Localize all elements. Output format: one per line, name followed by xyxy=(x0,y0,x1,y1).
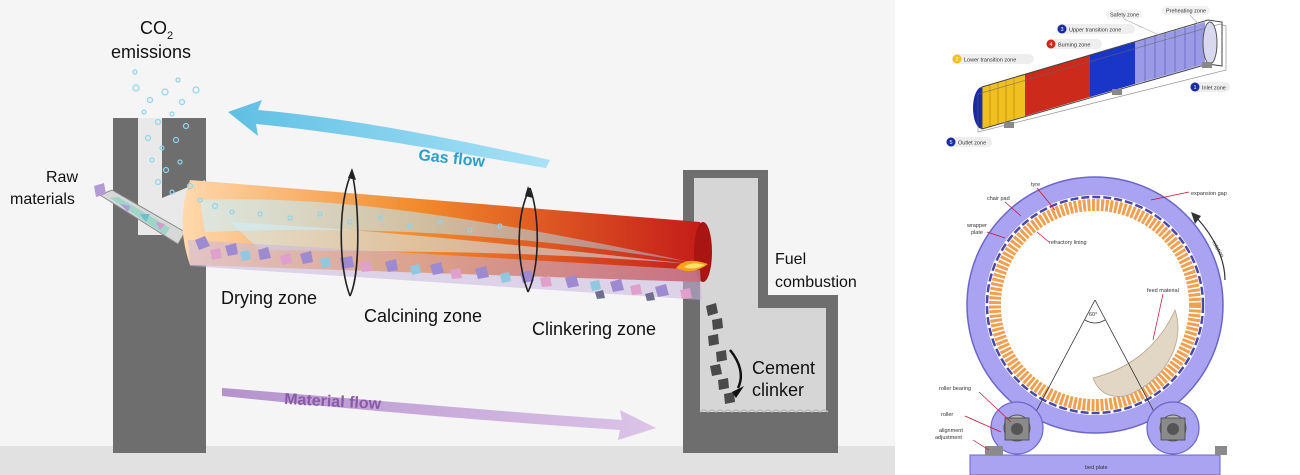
zone-4-label: Burning zone xyxy=(1058,43,1090,49)
wrapper-plate-label-line1: wrapper xyxy=(966,223,987,229)
co2-label: CO2 xyxy=(140,18,173,42)
calcining-zone-label: Calcining zone xyxy=(364,306,482,326)
right-roller xyxy=(1147,402,1199,454)
zone-2-tag: 2 Lower transition zone xyxy=(952,54,1034,64)
clinkering-zone-label: Clinkering zone xyxy=(532,319,656,339)
kiln-cylinder xyxy=(973,20,1226,132)
zone-3-number: 3 xyxy=(1061,27,1064,33)
feed-material-label: feed material xyxy=(1147,288,1179,294)
safety-zone-label: Safety zone xyxy=(1110,13,1139,19)
zone-5-label: Outlet zone xyxy=(958,141,986,147)
wrapper-plate-label-line2: plate xyxy=(971,230,983,236)
refractory-lining-label: refractory lining xyxy=(1049,240,1087,246)
drying-zone-label: Drying zone xyxy=(221,288,317,308)
emissions-label: emissions xyxy=(111,42,191,62)
chair-pad-label: chair pad xyxy=(987,196,1010,202)
firing-hood xyxy=(683,170,838,453)
material-flow-label: Material flow xyxy=(284,391,382,413)
preheating-zone-label: Preheating zone xyxy=(1166,9,1206,15)
cement-clinker-label-line2: clinker xyxy=(752,380,804,400)
fuel-combustion-label-line2: combustion xyxy=(775,274,857,291)
co2-subscript: 2 xyxy=(167,30,173,42)
raw-materials-label-line2: materials xyxy=(10,191,75,208)
gas-flow-arrow xyxy=(228,100,550,168)
zone-1-number: 1 xyxy=(1194,85,1197,91)
zone-5-tag: 5 Outlet zone xyxy=(946,137,992,147)
zone-4-tag: 4 Burning zone xyxy=(1046,39,1102,49)
zone-2-label: Lower transition zone xyxy=(964,58,1016,64)
expansion-gap-label: expansion gap xyxy=(1191,191,1227,197)
angle-label: 60° xyxy=(1089,312,1097,318)
tyre-label: tyre xyxy=(1031,182,1040,188)
alignment-label-line1: alignment xyxy=(939,428,963,434)
zone-3-label: Upper transition zone xyxy=(1069,28,1121,34)
roller-label: roller xyxy=(941,412,953,418)
zone-1-label: Inlet zone xyxy=(1202,86,1226,92)
kiln-cross-section-diagram: 60° rotation tyre expansion gap chair pa… xyxy=(925,170,1260,475)
raw-materials-label-line1: Raw xyxy=(46,169,78,186)
fuel-combustion-label-line1: Fuel xyxy=(775,251,806,268)
bed-plate-label: bed plate xyxy=(1085,465,1108,471)
zone-5-number: 5 xyxy=(950,140,953,146)
roller-bearing-label: roller bearing xyxy=(939,386,971,392)
zone-4-number: 4 xyxy=(1050,42,1053,48)
zone-3-tag: 3 Upper transition zone xyxy=(1057,24,1135,34)
zone-1-tag: 1 Inlet zone xyxy=(1190,82,1230,92)
zone-2-number: 2 xyxy=(956,57,959,63)
cement-kiln-process-diagram: Gas flow Material flow CO2 emissions Raw… xyxy=(0,0,895,475)
kiln-zones-diagram: 3 Upper transition zone 4 Burning zone 2… xyxy=(940,0,1240,160)
chimney xyxy=(113,118,206,453)
cement-clinker-label-line1: Cement xyxy=(752,358,815,378)
alignment-label-line2: adjustment xyxy=(935,435,962,441)
